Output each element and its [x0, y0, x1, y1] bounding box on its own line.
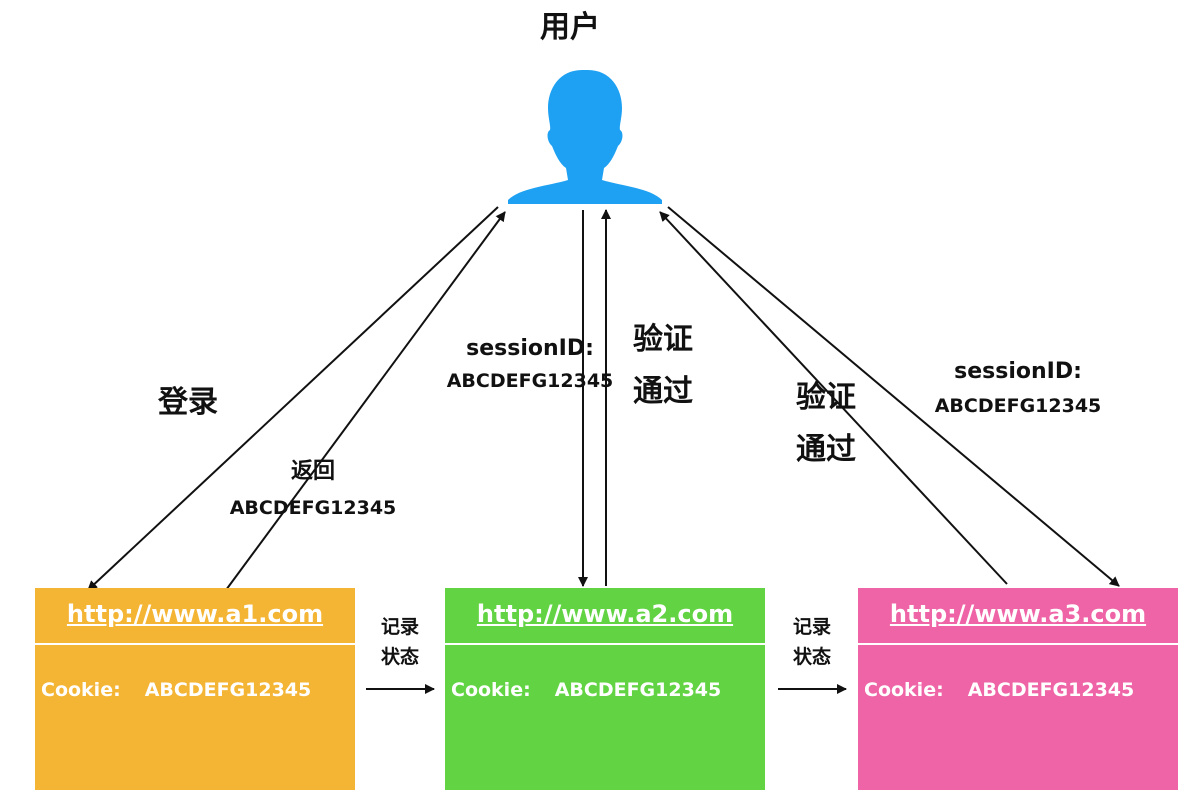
verify-mid-label: 验证 通过 [633, 314, 693, 418]
return-label-line1: 返回 [290, 459, 335, 484]
site-divider [35, 643, 355, 645]
session-right-label: sessionID: ABCDEFG12345 [918, 355, 1118, 423]
site-divider [858, 643, 1178, 645]
user-title: 用户 [540, 10, 600, 45]
return-label: 返回 ABCDEFG12345 [213, 454, 413, 526]
session-to-a3-arrow [667, 206, 1120, 587]
record-state-label-2: 记录 状态 [784, 612, 840, 672]
record-state-1-line2: 状态 [380, 646, 419, 668]
cookie-row-a1: Cookie: ABCDEFG12345 [41, 679, 311, 701]
site-box-a3: http://www.a3.com Cookie: ABCDEFG12345 [858, 588, 1178, 790]
cookie-value: ABCDEFG12345 [554, 679, 722, 701]
session-left-label: sessionID: ABCDEFG12345 [432, 333, 628, 397]
session-right-line2: ABCDEFG12345 [934, 395, 1102, 417]
site-divider [445, 643, 765, 645]
site-box-a1: http://www.a1.com Cookie: ABCDEFG12345 [35, 588, 355, 790]
record-state-label-1: 记录 状态 [372, 612, 428, 672]
verify-from-a3-arrow [659, 211, 1008, 585]
return-label-line2: ABCDEFG12345 [229, 497, 397, 519]
login-label: 登录 [158, 385, 218, 420]
site-box-a2: http://www.a2.com Cookie: ABCDEFG12345 [445, 588, 765, 790]
return-arrow [225, 211, 506, 591]
verify-right-line1: 验证 [796, 380, 856, 415]
cookie-row-a2: Cookie: ABCDEFG12345 [451, 679, 721, 701]
verify-mid-line1: 验证 [633, 322, 693, 357]
session-left-line2: ABCDEFG12345 [446, 370, 614, 392]
verify-right-line2: 通过 [796, 432, 856, 467]
verify-right-label: 验证 通过 [796, 372, 856, 476]
record-state-2-line2: 状态 [792, 646, 831, 668]
cookie-value: ABCDEFG12345 [967, 679, 1135, 701]
record-state-1-line1: 记录 [380, 616, 419, 638]
login-arrow [87, 206, 499, 591]
cookie-label: Cookie: [864, 679, 944, 701]
cookie-row-a3: Cookie: ABCDEFG12345 [864, 679, 1134, 701]
site-url-a3[interactable]: http://www.a3.com [889, 600, 1147, 628]
cookie-label: Cookie: [451, 679, 531, 701]
site-url-a2[interactable]: http://www.a2.com [476, 600, 734, 628]
site-url-a1[interactable]: http://www.a1.com [66, 600, 324, 628]
record-state-2-line1: 记录 [792, 616, 831, 638]
session-left-line1: sessionID: [466, 336, 594, 361]
verify-mid-line2: 通过 [633, 374, 693, 409]
cookie-value: ABCDEFG12345 [144, 679, 312, 701]
user-silhouette-icon [508, 70, 662, 204]
cookie-label: Cookie: [41, 679, 121, 701]
session-right-line1: sessionID: [954, 359, 1082, 384]
